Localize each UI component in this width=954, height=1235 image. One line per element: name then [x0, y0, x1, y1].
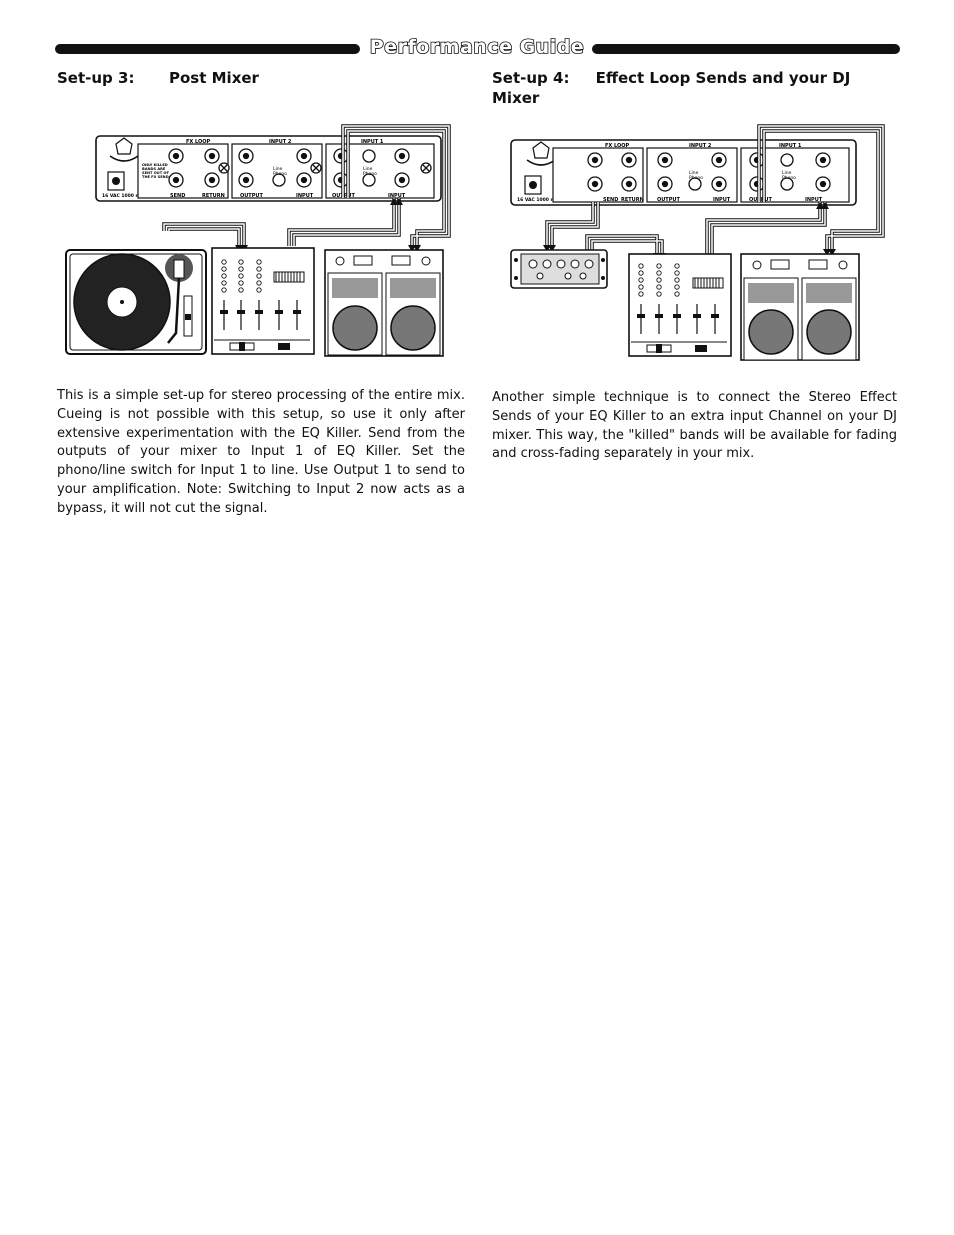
return-label: RETURN [202, 193, 225, 199]
input1-label: INPUT 1 [361, 139, 384, 145]
power-label-4: 16 VAC 1000 mA [517, 197, 559, 203]
phono-label-2: Phono [273, 171, 287, 177]
input1-jack-label: INPUT [388, 193, 406, 199]
input2-jack-label-4: INPUT [713, 197, 731, 203]
setup3-heading: Set-up 3: Post Mixer [57, 68, 465, 88]
power-label: 16 VAC 1000 mA [102, 193, 144, 199]
eq-killer-rear-panel-4: 16 VAC 1000 mA FX LOOP INPUT 2 INPUT 1 [510, 139, 857, 206]
fx-loop-label-4: FX LOOP [605, 143, 630, 149]
phono-label-4b: Phono [689, 175, 703, 181]
send-label-4: SEND [603, 197, 618, 203]
cables-inner [163, 125, 450, 246]
setup3-diagram: 16 VAC 1000 mA FX LOOP INPUT 2 INPUT 1 [65, 124, 451, 357]
setup4-diagram: 16 VAC 1000 mA FX LOOP INPUT 2 INPUT 1 [510, 124, 885, 361]
setup3-body: This is a simple set-up for stereo proce… [57, 388, 465, 516]
setup4-section: Set-up 4: Effect Loop Sends and your DJ … [492, 68, 897, 108]
header-rule-left [55, 44, 360, 54]
speakers-4 [740, 253, 860, 361]
input1-jack-label-4: INPUT [805, 197, 823, 203]
page-title: Performance Guide [369, 35, 585, 59]
line-label-2: Line [273, 166, 283, 172]
setup4-name: Effect Loop Sends and your DJ Mixer [492, 69, 851, 107]
ground-clip-icon [109, 137, 139, 162]
setup3-name: Post Mixer [169, 69, 259, 87]
dj-mixer-4 [628, 253, 732, 357]
input1-label-4: INPUT 1 [779, 143, 802, 149]
phono-label-1: Phono [363, 171, 377, 177]
eq-killer-rear-panel: 16 VAC 1000 mA FX LOOP INPUT 2 INPUT 1 [95, 135, 442, 202]
output2-label-4: OUTPUT [657, 197, 680, 203]
power-jack-icon [524, 175, 542, 195]
eq-killer-front [510, 249, 608, 289]
input2-label-4: INPUT 2 [689, 143, 712, 149]
setup3-section: Set-up 3: Post Mixer [57, 68, 465, 88]
input2-label: INPUT 2 [269, 139, 292, 145]
header-bar: Performance Guide [55, 35, 900, 59]
line-label-1: Line [363, 166, 373, 172]
setup4-body: Another simple technique is to connect t… [492, 390, 897, 462]
setup4-number: Set-up 4: [492, 69, 570, 87]
dj-mixer [211, 247, 315, 355]
setup3-number: Set-up 3: [57, 69, 135, 87]
input2-jack-label: INPUT [296, 193, 314, 199]
power-jack-icon [107, 171, 125, 191]
ground-screws [218, 162, 432, 174]
header-rule-right [592, 44, 900, 54]
line-label-4b: Line [689, 170, 699, 176]
output2-label: OUTPUT [240, 193, 263, 199]
phono-label-4a: Phono [782, 175, 796, 181]
send-label: SEND [170, 193, 185, 199]
line-label-4a: Line [782, 170, 792, 176]
fx-loop-label: FX LOOP [186, 139, 211, 145]
return-label-4: RETURN [621, 197, 644, 203]
turntable [65, 249, 207, 355]
setup4-heading: Set-up 4: Effect Loop Sends and your DJ … [492, 68, 897, 108]
speakers [324, 249, 444, 357]
ground-clip-icon [526, 141, 556, 166]
